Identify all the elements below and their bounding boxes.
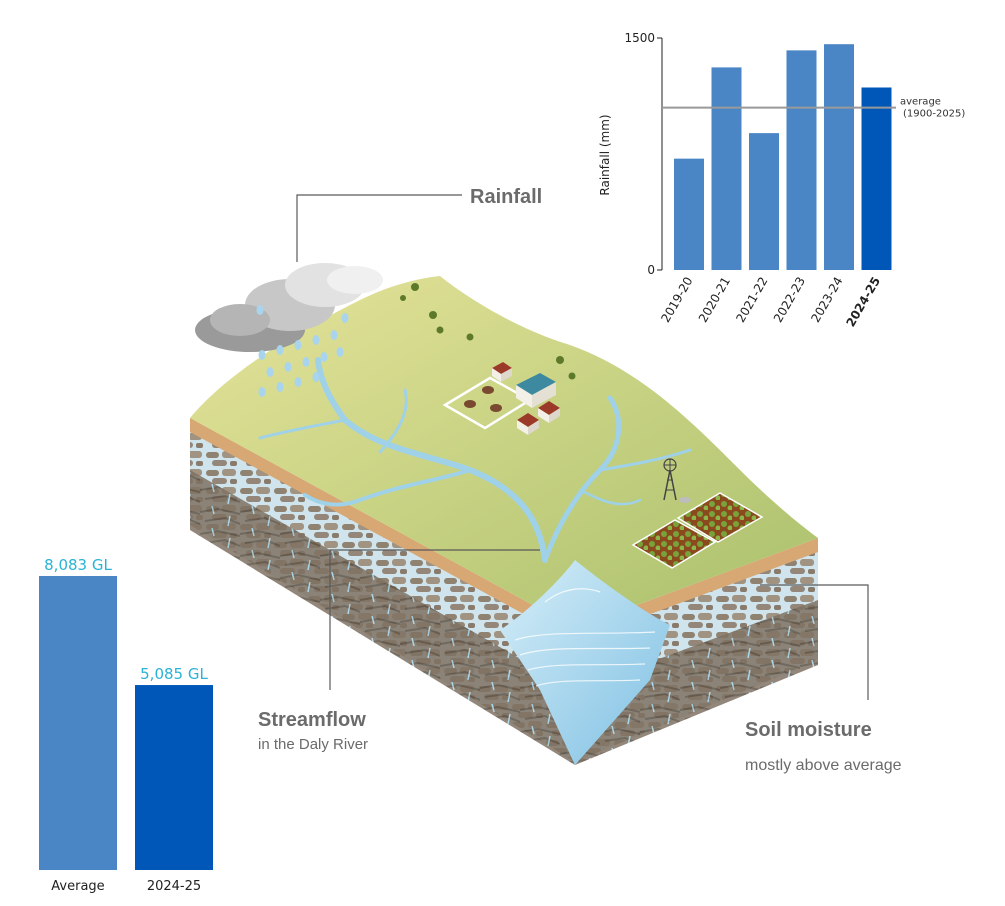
river-channel [500, 560, 670, 765]
rainfall-leader [296, 194, 462, 262]
cow-icon [464, 386, 502, 412]
streamflow-bar-2024-25 [135, 685, 213, 870]
landscape-block-diagram [190, 276, 818, 765]
rain-x-tick-2024-25: 2024-25 [843, 275, 883, 330]
streamflow-bar-Average [39, 576, 117, 870]
rain-bar-2023-24 [824, 44, 854, 270]
rain-y-axis-title: Rainfall (mm) [598, 114, 612, 195]
tree-icon [400, 283, 576, 380]
streamflow-category-label: 2024-25 [147, 879, 201, 894]
soil-moisture-title: Soil moisture [745, 719, 872, 741]
crop-field-icon [631, 492, 764, 569]
rain-x-tick-2022-23: 2022-23 [771, 275, 808, 325]
rain-x-tick-2019-20: 2019-20 [658, 275, 695, 325]
rain-x-tick-2020-21: 2020-21 [696, 275, 733, 325]
house-icon [492, 362, 512, 382]
rainfall-label: Rainfall [470, 186, 542, 208]
rain-x-tick-2023-24: 2023-24 [808, 275, 845, 325]
soil-moisture-leader [760, 584, 869, 700]
streamflow-bar-chart: 8,083 GL Average 5,085 GL 2024-25 [39, 556, 213, 894]
rain-drop-icon [256, 305, 349, 397]
streamflow-value-label: 5,085 GL [140, 665, 208, 683]
house-icon [538, 401, 560, 423]
streamflow-category-label: Average [51, 879, 104, 894]
rain-bar-2022-23 [786, 50, 817, 270]
rain-bar-2021-22 [749, 133, 779, 270]
streamflow-title: Streamflow [258, 709, 366, 731]
house-icon [516, 373, 556, 408]
average-label: average [900, 97, 941, 108]
streamflow-leader [329, 549, 540, 690]
soil-moisture-subtitle: mostly above average [745, 757, 902, 774]
rain-x-tick-2021-22: 2021-22 [733, 275, 770, 325]
house-icon [517, 413, 539, 435]
windmill-icon [663, 458, 691, 503]
river-ripples [514, 588, 656, 687]
streamflow-value-label: 8,083 GL [44, 556, 112, 574]
topsoil-band-left [190, 418, 575, 642]
callout-leaders [296, 194, 869, 700]
river-network [258, 357, 692, 563]
bedrock-right-face [575, 600, 818, 765]
streamflow-subtitle: in the Daly River [258, 736, 368, 753]
bedrock-left-face [190, 470, 575, 765]
rain-y-tick-label: 0 [647, 263, 655, 277]
rain-y-tick-label: 1500 [624, 31, 655, 45]
rain-bar-2020-21 [711, 67, 742, 271]
rain-bar-2024-25 [861, 87, 892, 270]
rain-bar-2019-20 [674, 158, 704, 270]
cloud-icon [195, 263, 383, 352]
average-period-label: (1900-2025) [903, 109, 965, 120]
